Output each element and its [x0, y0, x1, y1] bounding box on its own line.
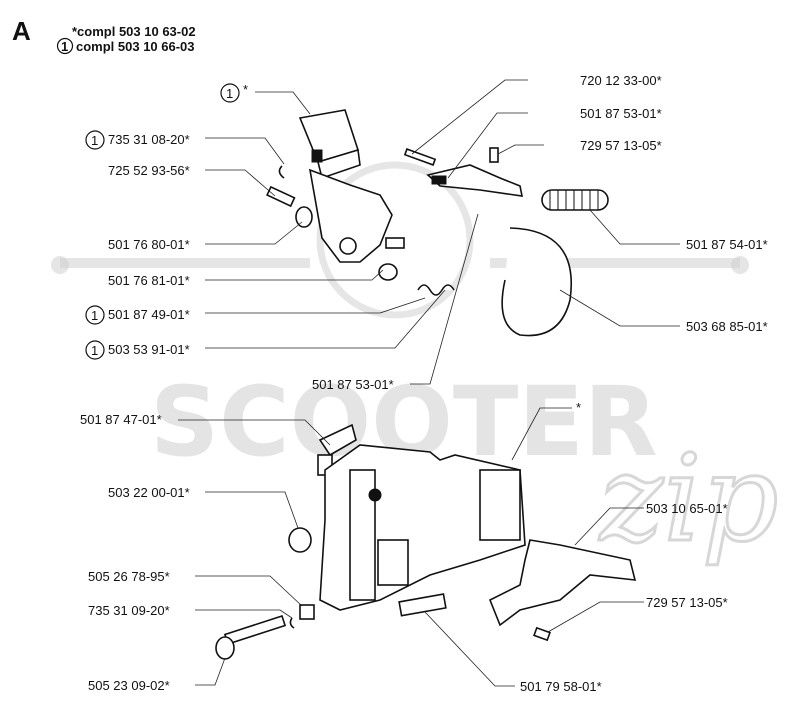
screw-729571305	[489, 147, 499, 163]
screw-729571305b	[533, 626, 551, 642]
leader-lines	[178, 79, 680, 687]
pin-501768101	[378, 237, 405, 281]
brake-band-503688501	[501, 227, 572, 337]
label-505-26-78-95: 505 26 78-95*	[88, 569, 170, 584]
circled-one-marker	[220, 83, 240, 103]
circled-one-marker	[85, 130, 105, 150]
circled-markers: 1 1 1 1	[85, 83, 240, 360]
label-501-87-53-01-top: 501 87 53-01*	[580, 106, 662, 121]
label-501-87-49-01: 501 87 49-01*	[108, 307, 190, 322]
nut-503220001	[288, 527, 312, 553]
spring-501875401	[541, 189, 609, 211]
label-735-31-08-20: 735 31 08-20*	[108, 132, 190, 147]
label-top-asterisk: *	[243, 82, 248, 97]
label-503-22-00-01: 503 22 00-01*	[108, 485, 190, 500]
chain-brake-handle	[298, 109, 393, 263]
circled-one-marker	[85, 340, 105, 360]
label-729-57-13-05-top: 729 57 13-05*	[580, 138, 662, 153]
circled-one-text: 1	[91, 133, 98, 148]
label-501-76-81-01: 501 76 81-01*	[108, 273, 190, 288]
circled-one-marker	[85, 305, 105, 325]
label-735-31-09-20: 735 31 09-20*	[88, 603, 170, 618]
cover-assembly	[319, 444, 526, 611]
compl-circle-marker	[56, 37, 74, 55]
guard-503106501	[488, 539, 637, 627]
rod-720123300	[403, 148, 437, 166]
compl-circle-marker-text: 1	[61, 39, 68, 54]
washer-735310920	[289, 617, 295, 629]
label-725-52-93-56: 725 52 93-56*	[108, 163, 190, 178]
circled-one-text: 1	[91, 308, 98, 323]
compl-line-1: *compl 503 10 63-02	[72, 24, 196, 39]
label-501-76-80-01: 501 76 80-01*	[108, 237, 190, 252]
bushing-501768001	[295, 206, 313, 228]
label-cover-asterisk: *	[576, 400, 581, 415]
part-labels: * 735 31 08-20* 725 52 93-56* 501 76 80-…	[80, 73, 768, 694]
watermark: SCOOTER zip	[51, 161, 780, 571]
label-501-87-53-01-mid: 501 87 53-01*	[312, 377, 394, 392]
label-503-68-85-01: 503 68 85-01*	[686, 319, 768, 334]
label-505-23-09-02: 505 23 09-02*	[88, 678, 170, 693]
spring-501874901	[417, 284, 455, 296]
brake-lever-501875301	[426, 164, 524, 197]
label-503-53-91-01: 503 53 91-01*	[108, 342, 190, 357]
bolt-505230902	[215, 614, 287, 660]
compl-line-2: compl 503 10 66-03	[76, 39, 195, 54]
pad-501795801	[398, 593, 447, 617]
screw-725	[266, 185, 296, 208]
label-729-57-13-05-bottom: 729 57 13-05*	[646, 595, 728, 610]
circled-one-text: 1	[226, 86, 233, 101]
label-503-10-65-01: 503 10 65-01*	[646, 501, 728, 516]
label-501-87-47-01: 501 87 47-01*	[80, 412, 162, 427]
adjuster-505267895	[299, 604, 315, 620]
label-720-12-33-00: 720 12 33-00*	[580, 73, 662, 88]
circlip-small	[278, 165, 285, 179]
label-501-79-58-01: 501 79 58-01*	[520, 679, 602, 694]
label-501-87-54-01: 501 87 54-01*	[686, 237, 768, 252]
circled-one-text: 1	[91, 343, 98, 358]
section-letter: A	[12, 16, 31, 46]
watermark-word-zip: zip	[598, 430, 778, 569]
